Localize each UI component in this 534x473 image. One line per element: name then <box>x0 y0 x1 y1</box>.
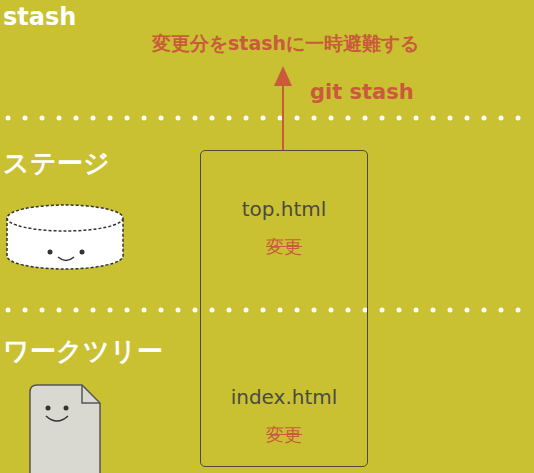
worktree-document-icon <box>30 385 100 473</box>
change-mark: 変更 <box>266 236 302 257</box>
text-row: index.html <box>201 385 367 409</box>
file-box: top.html 変更 index.html 変更 <box>200 150 368 467</box>
text-row: 変更 <box>201 423 367 447</box>
file-name: index.html <box>231 385 338 409</box>
region-name: stash <box>3 3 76 31</box>
dotted-divider <box>6 116 521 121</box>
region-name: ワークツリー <box>3 334 163 369</box>
stash-arrow <box>274 66 292 150</box>
text-row: top.html <box>201 197 367 221</box>
region-name: ステージ <box>3 146 110 181</box>
text-row: 変更 <box>201 235 367 259</box>
stage-disk-icon <box>7 205 123 269</box>
annotation: 変更分をstashに一時避難する <box>152 31 419 57</box>
file-name: top.html <box>242 197 327 221</box>
change-mark: 変更 <box>266 424 302 445</box>
command-label: git stash <box>310 80 414 104</box>
dotted-divider <box>6 308 521 313</box>
